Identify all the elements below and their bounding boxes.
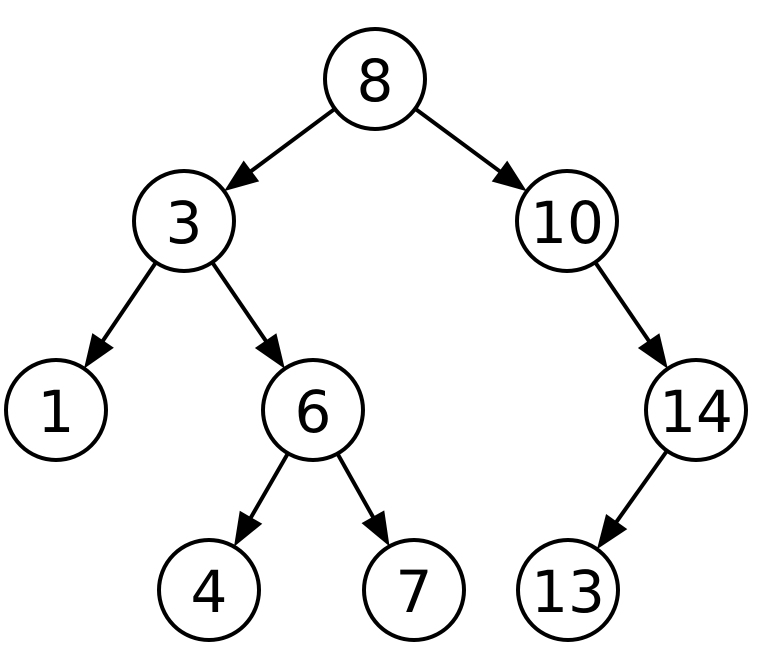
tree-node-10: 10 [515, 169, 619, 273]
node-circle [4, 358, 108, 462]
node-label-8: 8 [357, 47, 394, 115]
node-label-4: 4 [191, 558, 228, 626]
tree-node-13: 13 [516, 538, 620, 642]
nodes-layer: 8 3 10 1 6 14 4 7 [4, 27, 748, 642]
edge-10-to-14 [593, 261, 668, 369]
node-label-1: 1 [38, 378, 75, 446]
edge-3-to-1 [84, 261, 158, 369]
arrowhead-icon [361, 510, 390, 547]
arrowhead-icon [491, 160, 527, 192]
tree-node-14: 14 [644, 358, 748, 462]
edges-layer [84, 107, 669, 550]
tree-node-4: 4 [157, 538, 261, 642]
node-circle [157, 538, 261, 642]
tree-node-3: 3 [132, 169, 236, 273]
edge-6-to-7 [335, 452, 390, 547]
node-circle [515, 169, 619, 273]
edge-14-to-13 [596, 449, 669, 550]
node-circle [362, 538, 466, 642]
arrowhead-icon [596, 514, 628, 550]
tree-node-8: 8 [323, 27, 427, 131]
arrowhead-icon [234, 510, 263, 547]
edge-8-to-10 [414, 107, 527, 192]
arrowhead-icon [224, 160, 260, 192]
node-circle [644, 358, 748, 462]
arrowhead-icon [254, 333, 285, 369]
node-label-6: 6 [295, 378, 332, 446]
arrowhead-icon [637, 333, 668, 369]
node-circle [261, 358, 365, 462]
node-label-7: 7 [396, 558, 433, 626]
arrowhead-icon [84, 333, 114, 369]
node-circle [516, 538, 620, 642]
edge-line [210, 261, 270, 346]
edge-line [612, 449, 669, 526]
edge-8-to-3 [224, 107, 337, 192]
edge-line [247, 107, 337, 175]
node-label-10: 10 [530, 189, 604, 257]
edge-line [414, 107, 504, 176]
node-circle [323, 27, 427, 131]
edge-line [593, 261, 653, 346]
node-label-13: 13 [531, 558, 605, 626]
edge-line [335, 452, 377, 522]
tree-node-1: 1 [4, 358, 108, 462]
edge-3-to-6 [210, 261, 285, 369]
node-circle [132, 169, 236, 273]
tree-node-7: 7 [362, 538, 466, 642]
edge-6-to-4 [234, 452, 290, 547]
tree-node-6: 6 [261, 358, 365, 462]
node-label-14: 14 [659, 378, 733, 446]
edge-line [99, 261, 158, 345]
node-label-3: 3 [166, 189, 203, 257]
edge-line [247, 452, 290, 522]
